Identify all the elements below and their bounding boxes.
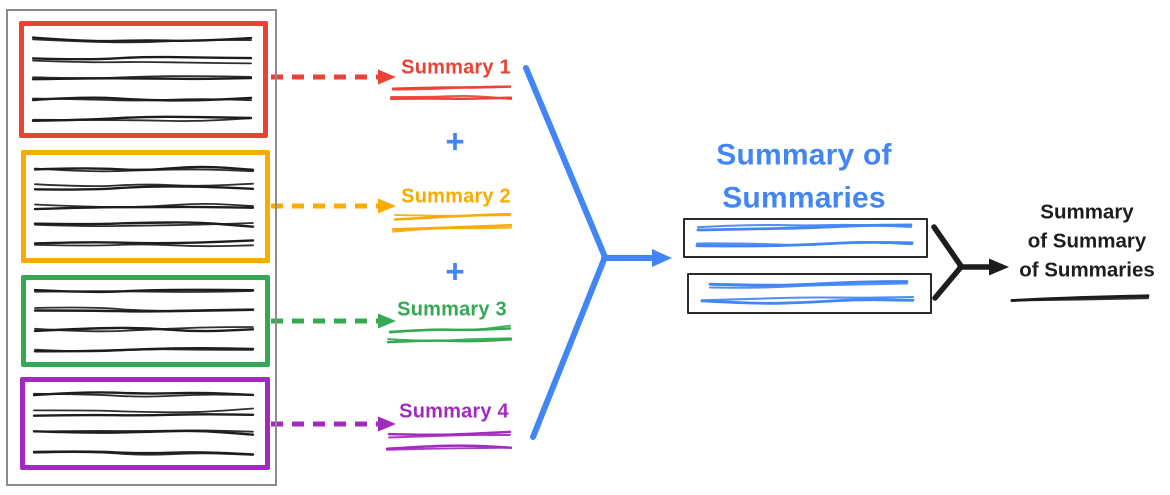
merged-summary-box-2-text-line xyxy=(708,280,909,287)
summary-4-scribble-line xyxy=(385,444,513,451)
document-4-text-line xyxy=(32,391,255,397)
document-box-1 xyxy=(19,21,268,138)
summary-3-label: Summary 3 xyxy=(397,298,507,321)
summary-2-scribble-line xyxy=(394,213,511,217)
document-3-text-line xyxy=(33,326,255,333)
summary-2-label: Summary 2 xyxy=(401,185,511,208)
merge-funnel-arrowhead-icon xyxy=(652,249,672,267)
merged-summary-box-1 xyxy=(683,218,928,258)
final-join-top-line xyxy=(931,224,964,269)
summary-of-summaries-title: Summary of Summaries xyxy=(716,134,891,219)
document-2-text-line xyxy=(34,182,254,188)
dashed-arrow-4-head-icon xyxy=(378,416,396,432)
final-summary-scribble-line xyxy=(1010,296,1150,302)
final-summary-title-line-3: of Summaries xyxy=(1019,258,1155,282)
source-documents-container xyxy=(6,9,277,486)
merged-summary-box-2-text-line xyxy=(708,282,909,289)
document-2-text-line xyxy=(34,222,254,228)
summary-4-scribble-line xyxy=(387,430,512,437)
final-summary-title-line-1: Summary xyxy=(1040,200,1134,224)
document-1-text-line xyxy=(31,55,253,61)
summary-1-scribble-line xyxy=(389,96,513,100)
document-1-text-line xyxy=(32,59,252,65)
document-4-text-line xyxy=(33,392,254,398)
final-join-arrowhead-icon xyxy=(989,258,1009,276)
document-3-text-line xyxy=(34,306,254,312)
document-4-text-line xyxy=(32,413,255,417)
summary-4-label: Summary 4 xyxy=(399,400,509,423)
document-4-text-line xyxy=(33,407,254,414)
dashed-arrow-1-head-icon xyxy=(378,69,396,85)
document-2-text-line xyxy=(33,185,255,191)
dashed-arrow-3-head-icon xyxy=(378,313,396,329)
final-join-bottom-line xyxy=(932,264,964,301)
dashed-arrow-2-head-icon xyxy=(378,198,396,214)
merged-summary-box-1-text-line xyxy=(696,223,913,229)
document-box-3 xyxy=(21,275,270,367)
document-2-text-line xyxy=(33,239,255,245)
document-1-text-line xyxy=(32,97,252,102)
summary-2-scribble-line xyxy=(392,226,512,233)
summary-3-scribble-line xyxy=(387,337,512,342)
summary-1-scribble-line xyxy=(390,95,512,101)
document-4-text-line xyxy=(33,429,254,433)
plus-sign-1: + xyxy=(445,122,465,160)
merge-funnel-top-line xyxy=(523,65,608,260)
document-2-text-line xyxy=(34,243,254,248)
document-3-text-line xyxy=(34,348,254,353)
merged-summary-box-2-text-line xyxy=(700,298,915,305)
document-3-text-line xyxy=(34,290,254,293)
document-2-text-line xyxy=(34,202,254,209)
document-box-2 xyxy=(21,150,270,263)
document-4-text-line xyxy=(33,451,254,456)
document-3-text-line xyxy=(34,326,254,333)
plus-sign-2: + xyxy=(445,252,465,290)
document-1-text-line xyxy=(32,117,252,122)
document-2-text-line xyxy=(34,167,254,173)
final-summary-title: Summary of Summary of Summaries xyxy=(1019,197,1155,284)
merge-funnel-bottom-line xyxy=(530,254,608,440)
summary-3-scribble-line xyxy=(389,324,511,333)
merged-summary-box-2-text-line xyxy=(700,296,915,302)
summary-1-label: Summary 1 xyxy=(401,56,511,79)
summary-1-scribble-line xyxy=(392,85,511,91)
summary-of-summaries-title-line-1: Summary of xyxy=(716,138,892,172)
merged-summary-box-2 xyxy=(687,273,932,314)
summary-of-summaries-title-line-2: Summaries xyxy=(722,181,886,214)
document-2-text-line xyxy=(33,221,255,228)
final-summary-title-line-2: of Summary xyxy=(1027,229,1147,253)
summary-4-scribble-line xyxy=(386,446,512,451)
summary-4-scribble-line xyxy=(388,434,511,439)
document-1-text-line xyxy=(32,75,252,79)
document-1-text-line xyxy=(32,38,252,44)
document-box-4 xyxy=(20,377,270,470)
merged-summary-box-1-text-line xyxy=(695,241,914,247)
